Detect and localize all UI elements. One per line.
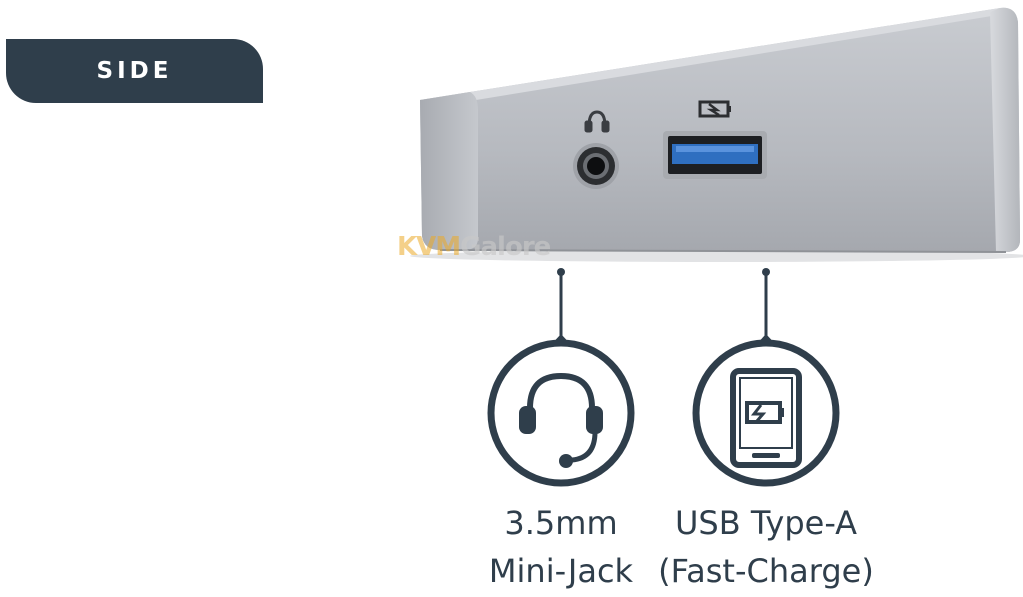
side-tab: SIDE <box>6 39 263 103</box>
charge-small-icon <box>698 100 731 118</box>
headphone-small-icon <box>584 110 610 133</box>
audio-jack-port <box>573 143 619 189</box>
side-tab-label: SIDE <box>96 58 173 84</box>
headset-icon <box>487 339 635 487</box>
audio-port-label: 3.5mm Mini-Jack <box>488 504 634 590</box>
watermark: KVMGalore <box>397 232 551 262</box>
docking-station-side <box>410 7 1023 262</box>
usb-a-port <box>663 131 767 179</box>
audio-leader-line <box>548 268 574 348</box>
tablet-charging-icon <box>692 339 840 487</box>
usb-port-label: USB Type-A (Fast-Charge) <box>658 504 874 590</box>
usb-leader-line <box>753 268 779 348</box>
